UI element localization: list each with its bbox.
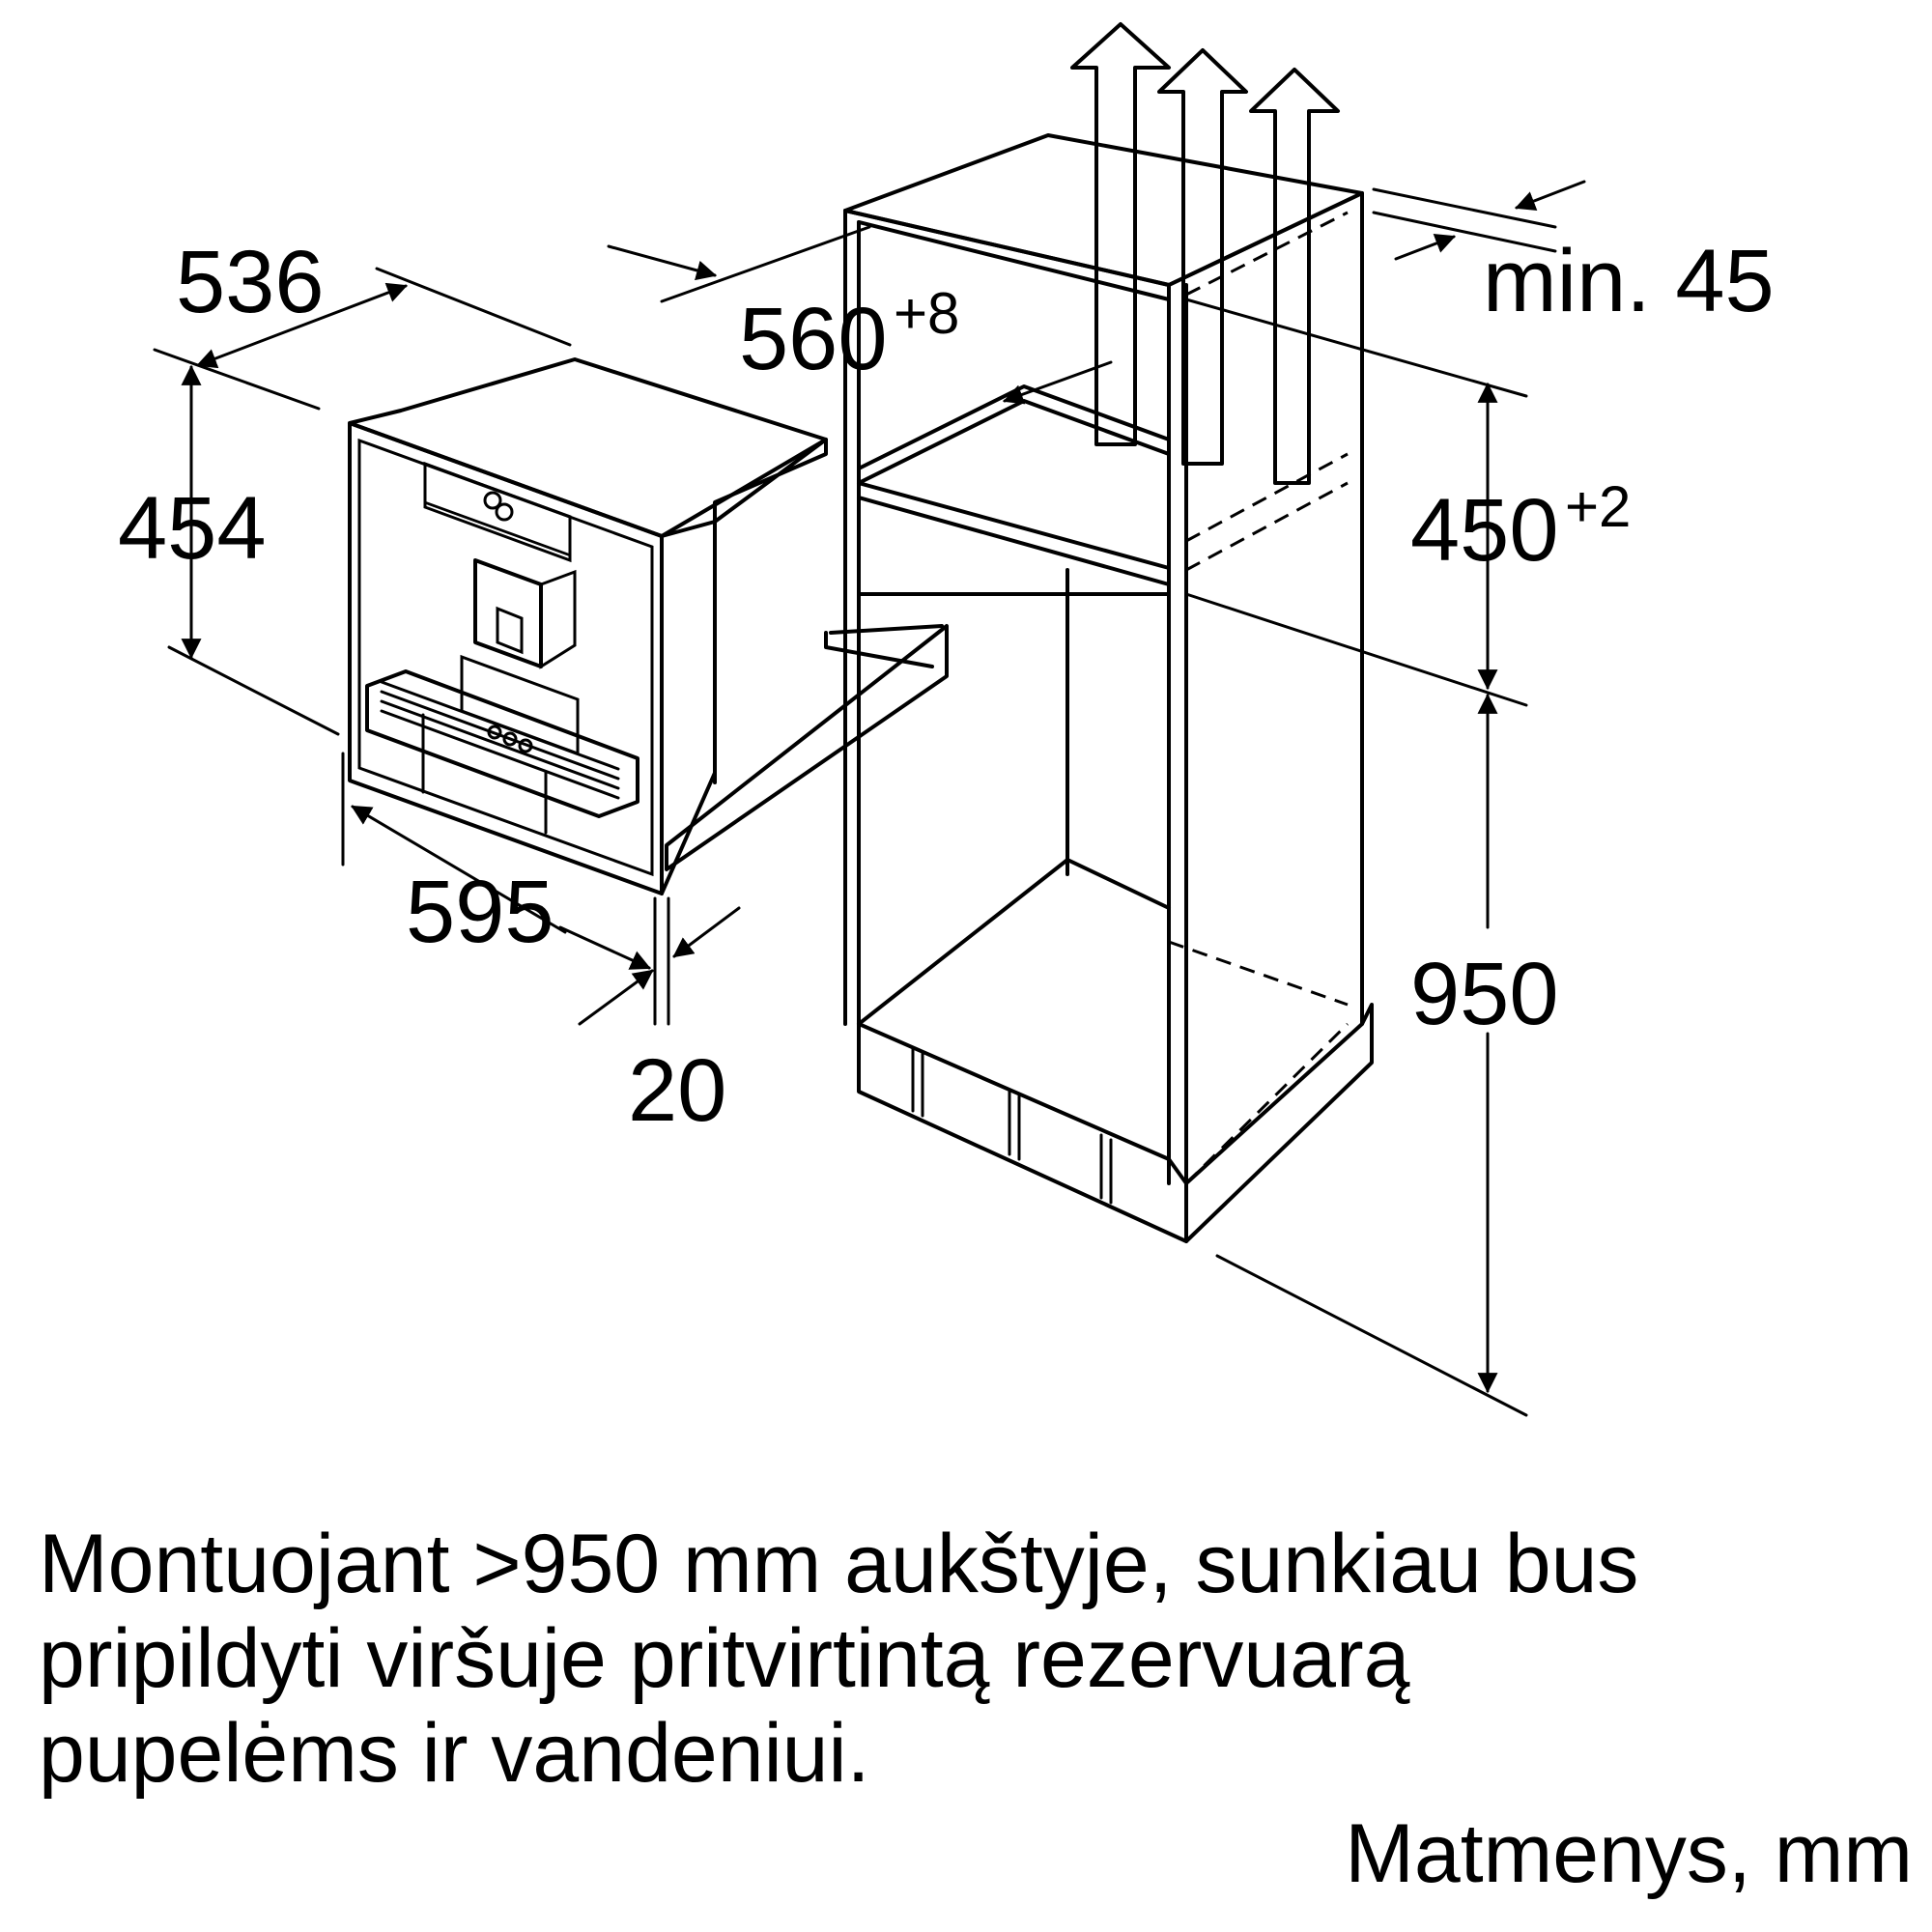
- vent-arrow-3: [1249, 68, 1340, 485]
- dim-595-label: 595: [406, 863, 554, 961]
- dim-20-label: 20: [628, 1041, 726, 1140]
- appliance-illustration: [348, 357, 828, 895]
- note-line-3: pupelėms ir vandeniui.: [39, 1707, 870, 1800]
- note-line-2: pripildyti viršuje pritvirtintą rezervua…: [39, 1612, 1410, 1705]
- dim-454-label: 454: [118, 479, 267, 578]
- dimension-lines: [153, 180, 1586, 1417]
- dim-450-label: 450: [1410, 481, 1559, 580]
- vent-arrow-2: [1157, 48, 1248, 466]
- dim-450-tolerance: +2: [1565, 474, 1631, 539]
- dim-950-label: 950: [1410, 945, 1559, 1043]
- dim-560-label: 560: [739, 290, 888, 388]
- vent-arrow-1: [1070, 22, 1171, 446]
- ventilation-arrows: [1070, 22, 1340, 485]
- installation-note: Montuojant >950 mm aukštyje, sunkiau bus…: [39, 1517, 1874, 1801]
- dim-min45-label: min. 45: [1483, 232, 1775, 330]
- note-line-1: Montuojant >950 mm aukštyje, sunkiau bus: [39, 1518, 1639, 1610]
- mounting-rail: [665, 624, 949, 871]
- units-label: Matmenys, mm: [1345, 1807, 1913, 1900]
- cabinet-illustration: [843, 133, 1374, 1243]
- dim-560-tolerance: +8: [894, 281, 959, 346]
- dim-536-label: 536: [176, 233, 325, 331]
